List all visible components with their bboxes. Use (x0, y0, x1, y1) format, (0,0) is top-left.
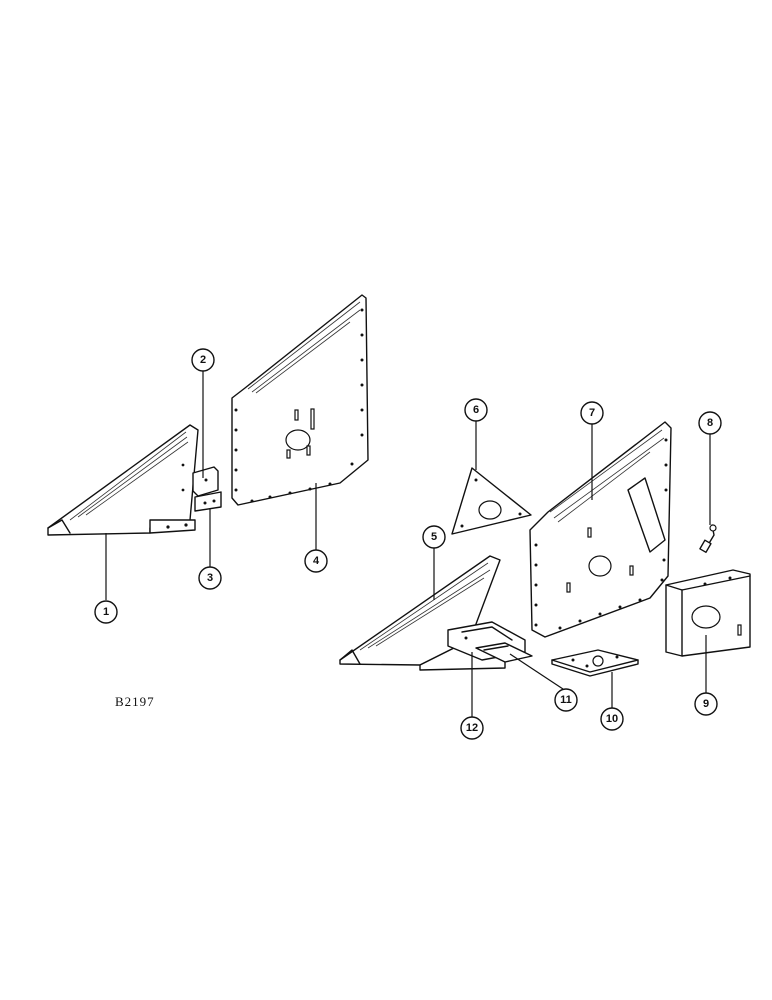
svg-text:1: 1 (103, 606, 109, 618)
callout-8: 8 (698, 411, 722, 435)
leader-lines (105, 371, 711, 717)
callout-4: 4 (304, 549, 328, 573)
svg-text:6: 6 (473, 404, 479, 416)
part-8-clip (699, 524, 717, 554)
callout-9: 9 (694, 692, 718, 716)
callout-7: 7 (580, 401, 604, 425)
callout-10: 10 (600, 707, 624, 731)
svg-text:5: 5 (431, 531, 437, 543)
callout-3: 3 (198, 566, 222, 590)
drawing-code: B2197 (115, 694, 155, 709)
callout-6: 6 (464, 398, 488, 422)
part-7-side-sheet (529, 421, 672, 638)
part-4-side-sheet (231, 294, 369, 506)
callout-12: 12 (460, 716, 484, 740)
callout-5: 5 (422, 525, 446, 549)
part-10-base-plate (551, 649, 639, 677)
part-1-divider-point (47, 424, 199, 536)
part-11-bracket (475, 642, 533, 663)
svg-text:9: 9 (703, 698, 709, 710)
callout-11: 11 (554, 688, 578, 712)
svg-text:2: 2 (200, 354, 206, 366)
svg-text:4: 4 (313, 555, 320, 567)
callout-1: 1 (94, 600, 118, 624)
part-3-bracket (194, 491, 222, 512)
callout-2: 2 (191, 348, 215, 372)
part-2-bracket (192, 466, 219, 497)
svg-text:8: 8 (707, 417, 713, 429)
part-9-channel-plate (665, 569, 751, 657)
part-6-triangle-plate (451, 467, 532, 535)
svg-text:12: 12 (466, 722, 478, 734)
svg-text:10: 10 (606, 713, 618, 725)
svg-text:3: 3 (207, 572, 213, 584)
svg-text:7: 7 (589, 407, 595, 419)
svg-text:11: 11 (560, 694, 572, 706)
